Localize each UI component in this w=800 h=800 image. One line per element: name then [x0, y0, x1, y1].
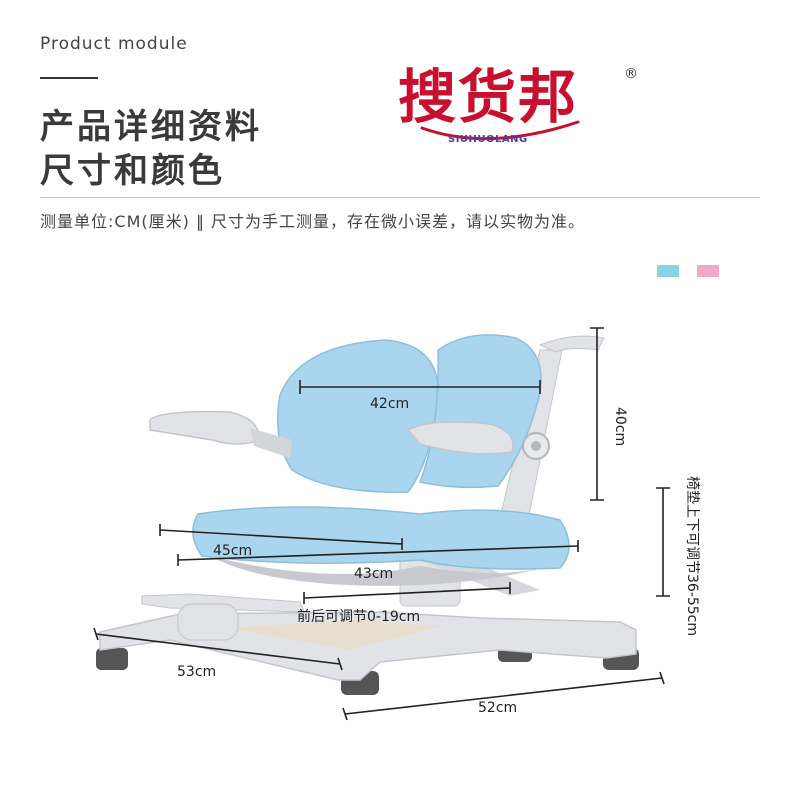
brand-swoosh-icon [420, 120, 580, 141]
dim-line-base-depth [93, 627, 343, 671]
brand-name-en: SIUHUOLANG [448, 134, 528, 145]
label-base-width: 52cm [478, 700, 517, 716]
dim-line-seat-width [177, 540, 579, 566]
page-title-line-2: 尺寸和颜色 [40, 151, 225, 191]
dim-line-base-width [342, 671, 665, 721]
module-divider [40, 77, 98, 79]
label-backrest-width: 42cm [370, 396, 409, 412]
measurement-note: 测量单位:CM(厘米) ‖ 尺寸为手工测量，存在微小误差，请以实物为准。 [40, 212, 586, 231]
wheel-icon [96, 648, 128, 670]
dim-line-seat-depth [159, 524, 403, 550]
label-seat-slide: 前后可调节0-19cm [297, 608, 420, 625]
dim-line-seat-height [656, 487, 670, 597]
note-divider [40, 197, 760, 198]
label-backrest-height: 40cm [612, 407, 628, 446]
module-label: Product module [40, 34, 188, 54]
color-swatch-pink[interactable] [697, 265, 719, 277]
brand-logo: 搜货邦 ® SIUHUOLANG [398, 64, 648, 164]
brand-name-cn: 搜货邦 [398, 63, 579, 131]
label-seat-height-adjust: 椅垫上下可调节36-55cm [684, 476, 700, 636]
chair-illustration [96, 334, 639, 695]
dimension-labels: 42cm 40cm 椅垫上下可调节36-55cm 45cm 43cm 前后可调节… [177, 396, 700, 716]
dim-line-backrest-height [590, 327, 604, 501]
label-seat-width: 43cm [354, 566, 393, 582]
dim-line-seat-slide [303, 582, 511, 604]
registered-mark: ® [624, 66, 638, 82]
dim-line-backrest-width [299, 380, 541, 394]
color-swatch-blue[interactable] [657, 265, 679, 277]
label-base-depth: 53cm [177, 664, 216, 680]
label-seat-depth: 45cm [213, 543, 252, 559]
page-title-line-1: 产品详细资料 [40, 107, 262, 147]
